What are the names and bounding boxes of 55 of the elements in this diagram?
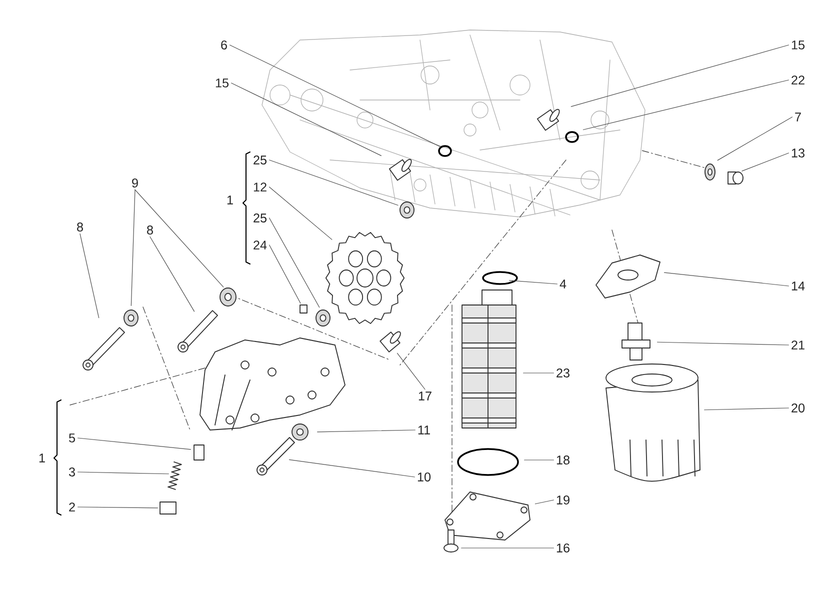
callout-number: 5: [69, 434, 75, 442]
callout-number: 24: [254, 240, 267, 250]
leader-line: [742, 152, 789, 172]
leader-line: [657, 342, 789, 346]
callout-number: 3: [68, 468, 75, 476]
callout-number: 1: [227, 196, 233, 204]
leader-line: [269, 186, 332, 240]
leader-line: [289, 459, 415, 478]
callout-number: 18: [556, 456, 570, 464]
callout-number: 17: [418, 392, 432, 400]
leader-line: [664, 272, 789, 286]
callout-number: 2: [69, 502, 75, 512]
callout-number: 22: [792, 76, 804, 84]
callout-number: 25: [254, 214, 267, 222]
callout-number: 14: [792, 282, 805, 290]
callout-number: 23: [556, 368, 570, 378]
leader-line: [130, 189, 136, 306]
leader-line: [134, 189, 224, 288]
callout-number: 19: [556, 496, 570, 504]
callout-number: 15: [792, 40, 805, 50]
callout-number: 25: [254, 156, 267, 164]
leader-line: [80, 233, 100, 318]
callout-number: 12: [254, 182, 266, 192]
callout-number: 6: [221, 40, 227, 50]
leader-line: [269, 244, 301, 304]
leader-line: [78, 472, 169, 474]
leader-line: [78, 438, 191, 450]
callout-number: 20: [792, 404, 805, 412]
callout-number: 10: [418, 472, 431, 482]
leader-line: [534, 500, 554, 504]
leader-line: [230, 44, 440, 147]
callout-number: 16: [556, 544, 570, 552]
leader-line: [717, 116, 792, 161]
leader-line: [231, 82, 382, 156]
leader-line: [78, 506, 158, 508]
callout-number: 1: [39, 454, 45, 462]
leader-line: [396, 352, 426, 390]
callout-number: 11: [418, 426, 430, 434]
callout-number: 7: [795, 112, 801, 122]
callout-number: 8: [147, 226, 153, 234]
callout-number: 21: [792, 340, 804, 350]
leader-line: [150, 236, 195, 312]
leader-line: [523, 372, 554, 374]
leader-line: [704, 408, 789, 410]
callout-number: 8: [77, 222, 83, 232]
callout-number: 13: [792, 148, 804, 158]
leader-line: [509, 280, 558, 284]
leader-line: [269, 160, 398, 206]
leader-line: [570, 44, 789, 107]
callout-number: 9: [132, 178, 138, 188]
callout-number: 4: [560, 280, 566, 288]
leader-line: [582, 80, 789, 130]
callout-number: 15: [216, 78, 229, 88]
leader-line: [269, 218, 320, 308]
leader-line: [317, 430, 416, 432]
